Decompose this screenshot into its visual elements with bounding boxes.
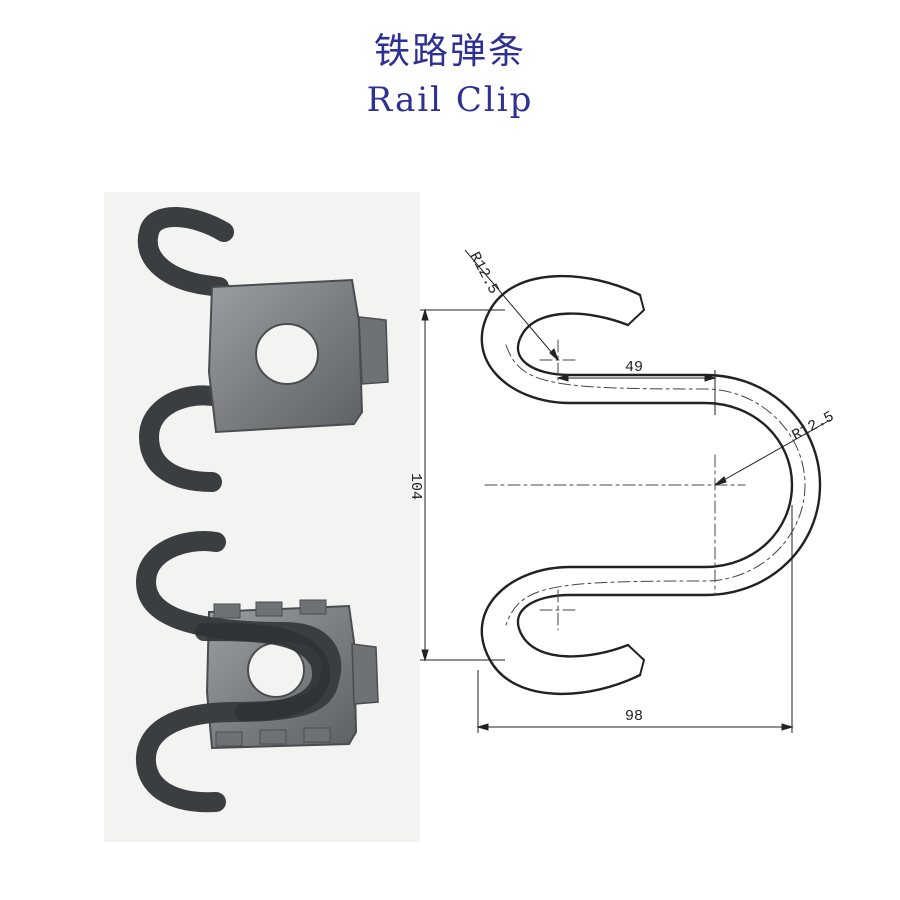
radius-label-top: R12.5 <box>466 249 502 297</box>
clip-outline-inner <box>516 312 822 658</box>
bottom-plate-tooth <box>255 601 283 617</box>
rail-clip-drawing: R12.5 R12.5 104 49 98 <box>407 249 837 733</box>
clip-end-top <box>627 294 646 326</box>
bottom-plate-tooth <box>299 599 327 615</box>
top-plate-hole <box>255 323 319 385</box>
bottom-plate-tooth <box>303 727 331 743</box>
dimension-width-label: 98 <box>625 708 643 725</box>
clip-end-bottom <box>627 644 646 676</box>
bottom-plate-tooth <box>215 731 243 747</box>
dimension-height-label: 104 <box>407 473 424 500</box>
top-plate-tab <box>358 316 389 385</box>
dimension-inner-width-label: 49 <box>625 359 643 376</box>
bottom-rod-upper <box>135 531 342 690</box>
title-chinese: 铁路弹条 <box>373 31 526 72</box>
center-lines <box>484 339 806 631</box>
bottom-rod-loop <box>195 623 331 721</box>
title-block: 铁路弹条 Rail Clip <box>0 30 900 122</box>
technical-drawing: R12.5 R12.5 104 49 98 <box>400 215 840 759</box>
photo-panel <box>104 192 420 842</box>
top-hook-upper <box>137 207 234 297</box>
clip-assembly-top <box>137 207 389 492</box>
clip-assembly-bottom <box>135 531 379 813</box>
clip-photos <box>135 207 389 813</box>
title-english: Rail Clip <box>366 80 534 120</box>
bottom-plate-tab <box>351 643 379 705</box>
bottom-plate-tooth <box>213 603 241 619</box>
top-hook-lower <box>138 385 229 492</box>
bottom-plate-tooth <box>259 729 287 745</box>
radius-label-right: R12.5 <box>789 408 837 444</box>
